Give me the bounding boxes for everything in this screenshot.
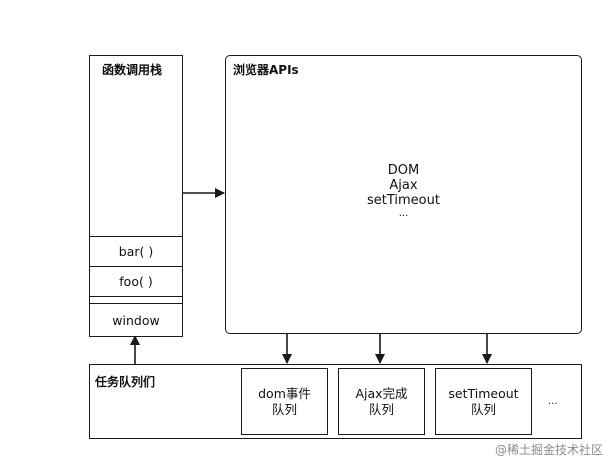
queue-settimeout-line1: setTimeout: [448, 385, 519, 401]
queue-ajax-complete: Ajax完成 队列: [338, 368, 425, 435]
browser-apis-list: DOM Ajax setTimeout ...: [225, 163, 582, 220]
task-queues-title: 任务队列们: [95, 375, 156, 389]
queue-ajax-complete-line1: Ajax完成: [355, 385, 408, 401]
api-item-ajax: Ajax: [389, 178, 418, 193]
queue-settimeout-line2: 队列: [470, 401, 496, 417]
stack-frame-bar: bar( ): [89, 236, 183, 267]
queue-ajax-complete-line2: 队列: [368, 401, 394, 417]
queue-more: ...: [548, 396, 558, 407]
browser-apis-box: [225, 55, 582, 334]
queue-dom-events-line2: 队列: [271, 401, 297, 417]
stack-frame-foo: foo( ): [89, 266, 183, 297]
queue-dom-events-line1: dom事件: [258, 385, 311, 401]
api-item-settimeout: setTimeout: [367, 193, 440, 208]
queue-dom-events: dom事件 队列: [241, 368, 328, 435]
stack-frame-window: window: [89, 303, 183, 337]
watermark-text: @稀土掘金技术社区: [494, 443, 603, 457]
call-stack-title: 函数调用栈: [102, 63, 163, 77]
api-item-more: ...: [398, 208, 409, 219]
api-item-dom: DOM: [387, 163, 420, 178]
queue-settimeout: setTimeout 队列: [435, 368, 532, 435]
browser-apis-title: 浏览器APIs: [233, 63, 299, 77]
